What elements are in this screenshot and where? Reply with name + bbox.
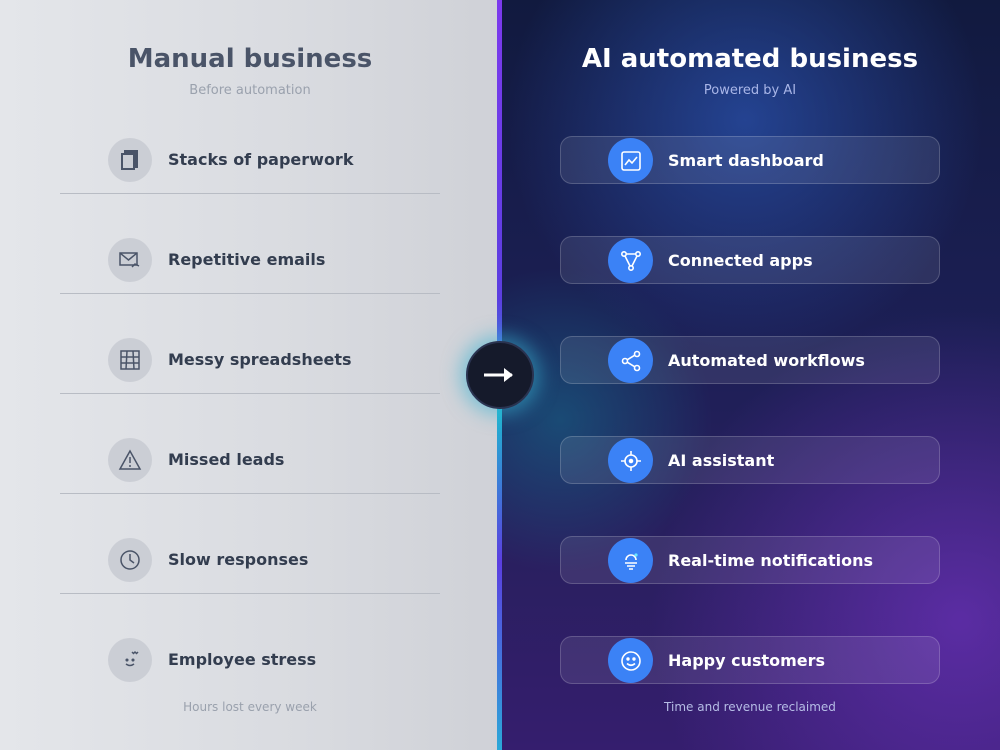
ai-item-ai-assistant[interactable]: AI assistant: [560, 436, 940, 484]
manual-item-label: Slow responses: [168, 550, 309, 569]
ai-business-footer: Time and revenue reclaimed: [664, 700, 836, 714]
manual-item-emails: Repetitive emails: [60, 238, 440, 294]
ai-item-happy-customers[interactable]: Happy customers: [560, 636, 940, 684]
ai-item-connected-apps[interactable]: Connected apps: [560, 236, 940, 284]
email-icon: [108, 238, 152, 282]
ai-item-label: Real-time notifications: [668, 551, 874, 570]
transition-arrow-button[interactable]: [466, 341, 534, 409]
dashboard-chart-icon: [608, 138, 653, 183]
manual-item-label: Repetitive emails: [168, 250, 326, 269]
ai-item-notifications[interactable]: Real-time notifications: [560, 536, 940, 584]
ai-item-label: AI assistant: [668, 451, 775, 470]
smile-icon: [608, 638, 653, 683]
spreadsheet-icon: [108, 338, 152, 382]
ai-business-title: AI automated business: [581, 44, 919, 74]
ai-item-automated-workflows[interactable]: Automated workflows: [560, 336, 940, 384]
clock-icon: [108, 538, 152, 582]
manual-business-footer: Hours lost every week: [183, 700, 317, 714]
manual-item-label: Missed leads: [168, 450, 285, 469]
ai-item-label: Connected apps: [668, 251, 813, 270]
manual-business-subtitle: Before automation: [189, 83, 311, 98]
manual-item-paperwork: Stacks of paperwork: [60, 138, 440, 194]
notification-icon: [608, 538, 653, 583]
manual-business-title: Manual business: [127, 44, 373, 74]
manual-item-employee-stress: Employee stress: [60, 638, 440, 694]
stressed-face-icon: [108, 638, 152, 682]
manual-item-label: Messy spreadsheets: [168, 350, 352, 369]
connected-nodes-icon: [608, 238, 653, 283]
manual-item-spreadsheets: Messy spreadsheets: [60, 338, 440, 394]
target-icon: [608, 438, 653, 483]
manual-item-label: Employee stress: [168, 650, 317, 669]
ai-business-panel: [500, 0, 1000, 750]
manual-item-missed-leads: Missed leads: [60, 438, 440, 494]
share-workflow-icon: [608, 338, 653, 383]
ai-item-label: Smart dashboard: [668, 151, 824, 170]
paperwork-icon: [108, 138, 152, 182]
manual-business-panel: [0, 0, 500, 750]
arrow-right-icon: [484, 368, 513, 382]
ai-item-label: Happy customers: [668, 651, 826, 670]
ai-item-label: Automated workflows: [668, 351, 865, 370]
warning-icon: [108, 438, 152, 482]
ai-item-smart-dashboard[interactable]: Smart dashboard: [560, 136, 940, 184]
ai-business-subtitle: Powered by AI: [703, 83, 797, 98]
manual-item-label: Stacks of paperwork: [168, 150, 354, 169]
manual-item-slow-responses: Slow responses: [60, 538, 440, 594]
